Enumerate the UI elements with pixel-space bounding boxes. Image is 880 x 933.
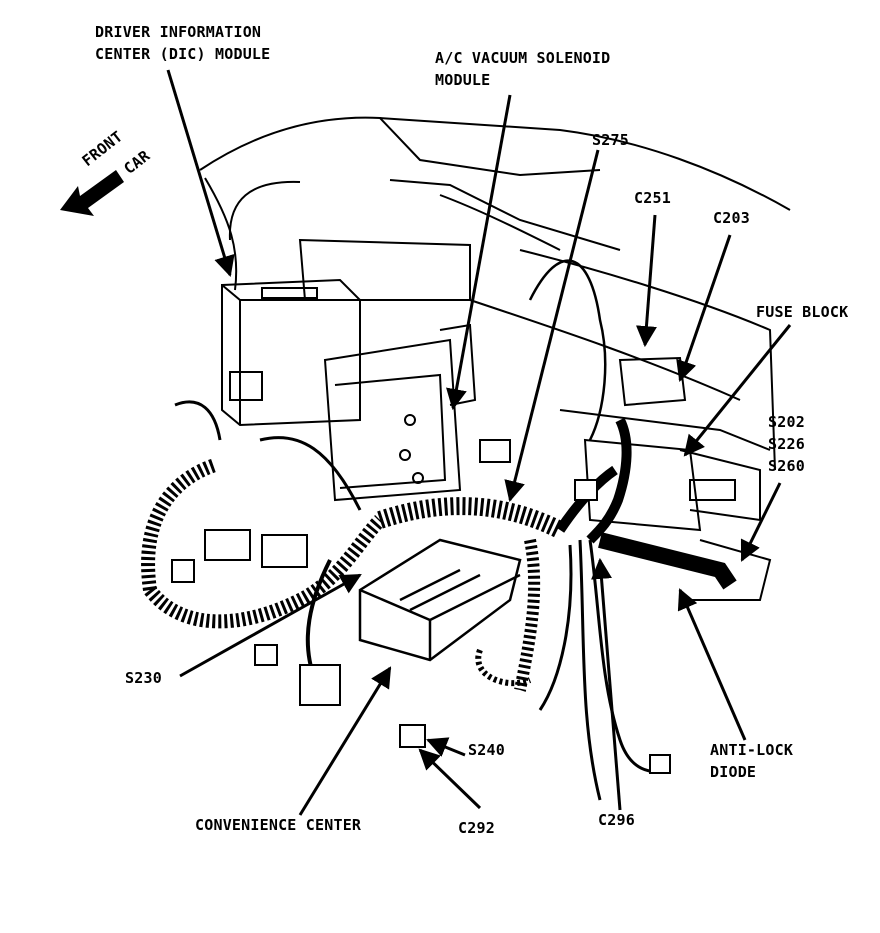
label-s260: S260: [768, 457, 805, 475]
ac-solenoid-module: [323, 323, 477, 502]
label-dic-line2: CENTER (DIC) MODULE: [95, 45, 271, 63]
label-anti-line2: DIODE: [710, 763, 757, 781]
label-s275: S275: [592, 131, 629, 149]
label-anti-line1: ANTI-LOCK: [710, 741, 794, 759]
label-c292: C292: [458, 819, 495, 837]
fuse-block: [583, 356, 736, 532]
callout-arrows: [166, 69, 792, 816]
front-of-car-arrow-icon: [60, 170, 124, 216]
label-s226: S226: [768, 435, 805, 453]
label-s202: S202: [768, 413, 805, 431]
convenience-center: [358, 538, 522, 662]
label-s230: S230: [125, 669, 162, 687]
label-ac-line2: MODULE: [435, 71, 491, 89]
label-fuse-block: FUSE BLOCK: [756, 303, 849, 321]
dic-module: [221, 278, 361, 427]
label-c251: C251: [634, 189, 671, 207]
label-c296: C296: [598, 811, 635, 829]
instrument-panel-outline: [199, 116, 791, 601]
label-dic-line1: DRIVER INFORMATION: [95, 23, 262, 41]
label-s240: S240: [468, 741, 505, 759]
label-convenience-center: CONVENIENCE CENTER: [195, 816, 362, 834]
connectors: [171, 439, 671, 774]
label-ac-line1: A/C VACUUM SOLENOID: [435, 49, 611, 67]
label-c203: C203: [713, 209, 750, 227]
